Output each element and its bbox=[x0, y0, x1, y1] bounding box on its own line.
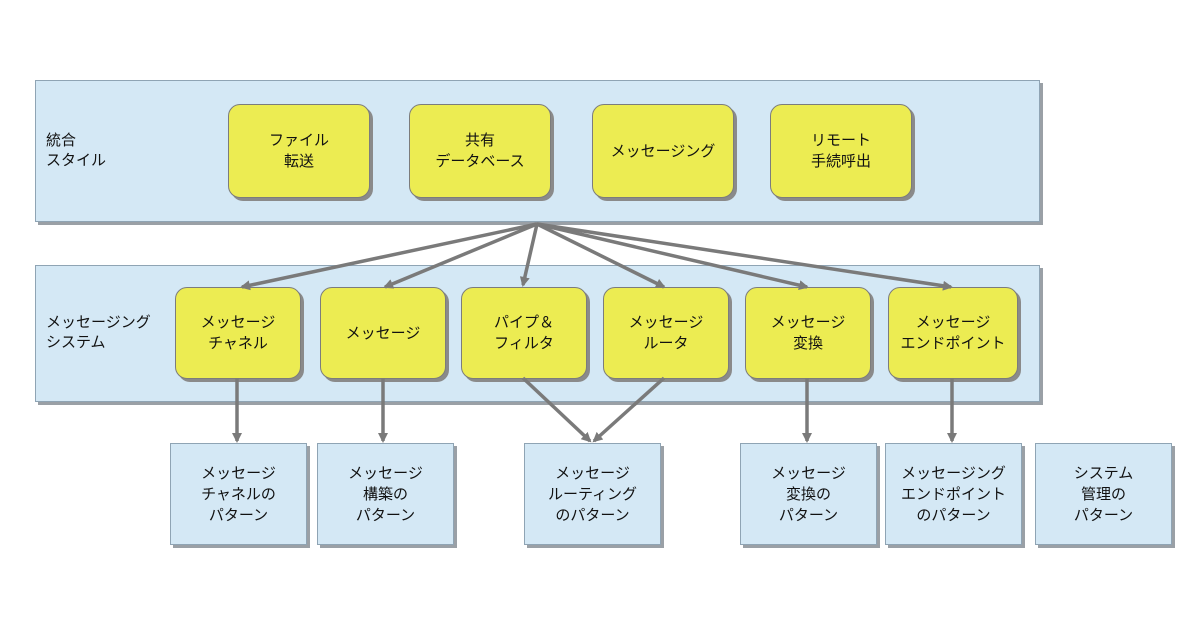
message-channel-box: メッセージ チャネル bbox=[175, 287, 301, 379]
integration-styles-label: 統合 スタイル bbox=[46, 131, 107, 169]
routing-patterns-box: メッセージ ルーティング のパターン bbox=[524, 443, 661, 545]
messaging-box: メッセージング bbox=[592, 104, 734, 198]
transformation-patterns-box: メッセージ 変換の パターン bbox=[740, 443, 877, 545]
message-endpoint-box: メッセージ エンドポイント bbox=[888, 287, 1018, 379]
message-router-box: メッセージ ルータ bbox=[603, 287, 729, 379]
messaging-text: メッセージング bbox=[610, 141, 716, 160]
arrow-pipes-to-routing bbox=[521, 376, 592, 443]
arrow-to-pipes-filters bbox=[519, 223, 539, 287]
arrow-router-to-routing bbox=[592, 376, 666, 443]
transformation-patterns-text: メッセージ 変換の パターン bbox=[771, 463, 846, 524]
arrow-to-message-channel bbox=[240, 222, 538, 291]
message-translator-box: メッセージ 変換 bbox=[745, 287, 871, 379]
construction-patterns-text: メッセージ 構築の パターン bbox=[348, 463, 423, 524]
message-endpoint-text: メッセージ エンドポイント bbox=[900, 313, 1006, 352]
routing-patterns-text: メッセージ ルーティング のパターン bbox=[547, 463, 638, 524]
endpoint-patterns-text: メッセージング エンドポイント のパターン bbox=[900, 463, 1006, 524]
shared-database-box: 共有 データベース bbox=[409, 104, 551, 198]
system-management-patterns-text: システム 管理の パターン bbox=[1073, 463, 1134, 524]
endpoint-patterns-box: メッセージング エンドポイント のパターン bbox=[885, 443, 1022, 545]
message-box: メッセージ bbox=[320, 287, 446, 379]
message-text: メッセージ bbox=[345, 323, 421, 342]
file-transfer-box: ファイル 転送 bbox=[228, 104, 370, 198]
channel-patterns-box: メッセージ チャネルの パターン bbox=[170, 443, 307, 545]
messaging-systems-label: メッセージング システム bbox=[46, 313, 151, 351]
system-management-patterns-box: システム 管理の パターン bbox=[1035, 443, 1172, 545]
file-transfer-text: ファイル 転送 bbox=[268, 131, 329, 170]
arrow-to-message-router bbox=[536, 222, 666, 289]
message-translator-text: メッセージ 変換 bbox=[770, 313, 846, 352]
remote-procedure-text: リモート 手続呼出 bbox=[810, 131, 871, 170]
pipes-filters-text: パイプ＆ フィルタ bbox=[493, 313, 554, 352]
arrow-to-message bbox=[383, 222, 538, 289]
remote-procedure-box: リモート 手続呼出 bbox=[770, 104, 912, 198]
pipes-filters-box: パイプ＆ フィルタ bbox=[461, 287, 587, 379]
shared-database-text: 共有 データベース bbox=[435, 131, 525, 170]
construction-patterns-box: メッセージ 構築の パターン bbox=[317, 443, 454, 545]
message-channel-text: メッセージ チャネル bbox=[200, 313, 276, 352]
message-router-text: メッセージ ルータ bbox=[628, 313, 704, 352]
arrow-to-message-endpoint bbox=[536, 222, 953, 291]
channel-patterns-text: メッセージ チャネルの パターン bbox=[201, 463, 276, 524]
arrow-to-message-translator bbox=[536, 222, 809, 291]
